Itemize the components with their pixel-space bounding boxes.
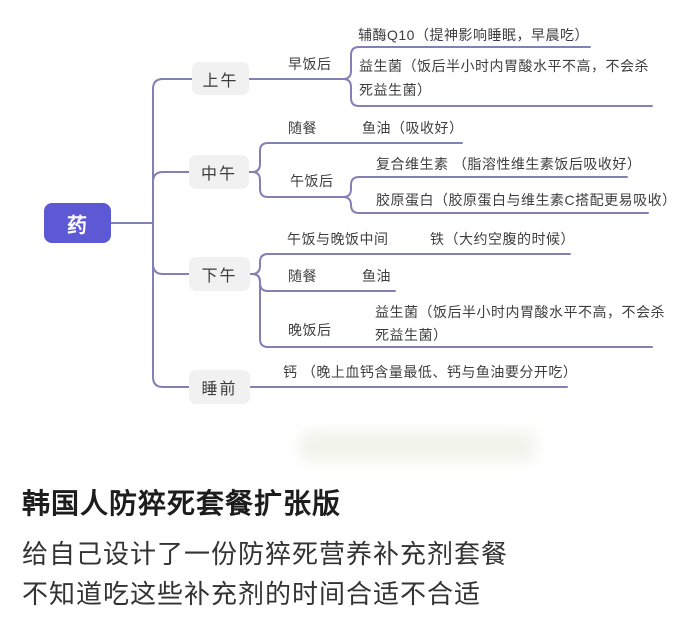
post-caption: 韩国人防猝死套餐扩张版 给自己设计了一份防猝死营养补充剂套餐 不知道吃这些补充剂…	[22, 482, 682, 614]
node-between-meals: 午饭与晚饭中间	[287, 231, 389, 247]
connector-breakfast-coq10	[342, 46, 591, 80]
node-probiotics-morning: 益生菌（饭后半小时内胃酸水平不高，不会杀死益生菌）	[359, 58, 649, 98]
node-fishoil-afternoon: 鱼油	[362, 268, 391, 284]
node-iron: 铁（大约空腹的时候）	[430, 231, 575, 247]
root-node-medicine: 药	[44, 203, 111, 243]
connector-breakfast-probio	[342, 78, 653, 107]
branch-node-noon: 中午	[189, 155, 249, 189]
node-after-breakfast: 早饭后	[288, 56, 332, 72]
connector-trunk-noon	[152, 171, 190, 224]
erased-watermark-smudge	[300, 431, 535, 461]
node-coq10: 辅酶Q10（提神影响睡眠，早晨吃）	[358, 27, 589, 43]
node-with-meal-afternoon: 随餐	[288, 268, 317, 284]
connector-afterlunch-collag	[342, 196, 649, 214]
node-after-lunch: 午饭后	[290, 173, 334, 189]
branch-node-bedtime: 睡前	[189, 370, 250, 404]
node-calcium: 钙 （晚上血钙含量最低、钙与鱼油要分开吃）	[283, 364, 578, 380]
post-text-line-1: 给自己设计了一份防猝死营养补充剂套餐	[22, 539, 509, 569]
node-collagen: 胶原蛋白（胶原蛋白与维生素C搭配更易吸收）	[376, 192, 677, 208]
connector-trunk-bedtime	[152, 222, 190, 388]
node-probiotics-evening: 益生菌（饭后半小时内胃酸水平不高，不会杀死益生菌）	[375, 304, 665, 343]
node-fishoil-noon: 鱼油（吸收好）	[362, 120, 464, 136]
branch-node-afternoon: 下午	[189, 257, 250, 291]
connector-trunk-afternoon	[152, 222, 190, 275]
connector-afterlunch-multi	[342, 176, 628, 198]
node-multivitamin: 复合维生素 （脂溶性维生素饭后吸收好）	[376, 156, 642, 172]
connector-noon-afterlunch	[248, 171, 344, 198]
connector-trunk-morning	[152, 78, 193, 224]
node-with-meal-noon: 随餐	[288, 120, 317, 136]
branch-node-morning: 上午	[192, 62, 249, 95]
post-title: 韩国人防猝死套餐扩张版	[22, 488, 342, 519]
post-text-line-2: 不知道吃这些补充剂的时间合适不合适	[22, 579, 482, 609]
node-after-dinner: 晚饭后	[288, 322, 332, 338]
connector-afternoon-dinner	[249, 273, 653, 348]
